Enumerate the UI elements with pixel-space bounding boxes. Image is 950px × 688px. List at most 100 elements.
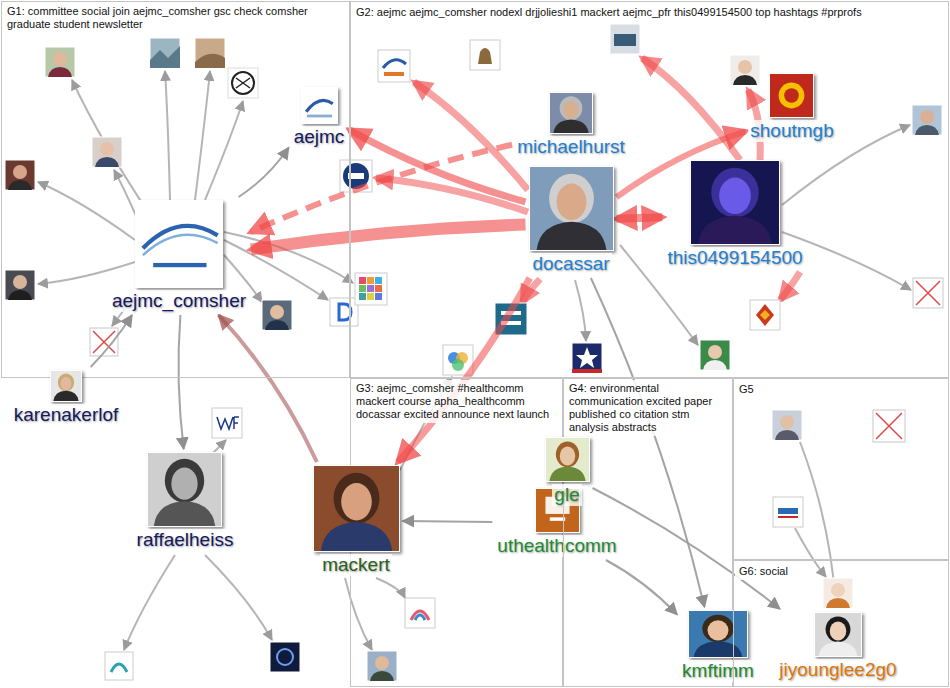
avatar-head [559,447,574,466]
avatar-frame [195,38,225,68]
avatar-head [172,468,198,500]
vertex-label: michaelhurst [515,136,627,158]
logo-art [779,83,805,109]
avatar-image [313,465,400,552]
avatar-frame [912,105,942,135]
avatar-body [694,641,743,657]
avatar-image [367,651,397,681]
vertex-node: this0499154500 [665,160,804,269]
avatar-frame [378,50,410,82]
avatar-head [270,305,284,319]
avatar-hair [711,168,759,218]
avatar-image [549,92,593,134]
avatar-head [708,345,722,359]
avatar-body [370,671,394,681]
logo-image [773,497,803,527]
logo-art [236,78,250,88]
broken-image [873,410,905,442]
group-panel: G4: environmental communication excited … [563,378,733,687]
logo-image [378,50,410,82]
avatar-head [920,110,934,124]
logo-art [778,516,798,518]
avatar-hair [549,174,594,224]
avatar-art [614,34,636,46]
avatar-image [45,47,75,77]
avatar-image [823,578,853,608]
broken-image [913,278,943,308]
bell-art [478,48,492,64]
avatar-image [912,105,942,135]
vertex-label: karenakerlof [12,404,121,426]
logo-image [270,642,300,672]
logo-art [452,359,464,371]
avatar-art [148,453,221,526]
avatar-frame [150,38,180,68]
connector-arrow [251,145,512,232]
avatar-image [700,340,730,370]
avatar-art [195,54,225,68]
vertex-node: gle [545,437,590,506]
group-label: G4: environmental communication excited … [565,380,723,436]
logo-art [367,285,374,292]
group-label: G3: aejmc_comsher #healthcomm mackert co… [352,380,560,423]
connector-arrow [239,148,289,198]
vertex-node: shoutmgb [748,73,835,142]
avatar-body [775,430,799,440]
vertex-label: gle [552,484,581,506]
avatar-image [135,200,223,288]
network-link [376,578,405,598]
logo-art [375,285,382,292]
network-link [195,71,210,200]
avatar-frame [5,270,35,300]
avatar-art [51,371,81,401]
avatar-body [536,222,606,250]
avatar-art [770,74,813,117]
network-link [642,58,740,160]
logo-art [359,293,366,300]
group-panel: G3: aejmc_comsher #healthcomm mackert co… [350,378,563,687]
avatar-head [830,622,847,641]
avatar-head [53,52,67,66]
avatar-frame [772,410,802,440]
avatar-frame [572,343,602,373]
avatar-body [8,180,32,190]
avatar-image [147,452,222,527]
avatar-image [92,137,122,167]
logo-art [760,310,770,320]
avatar-body [53,391,78,401]
logo-ring [232,72,254,94]
group-label: G1: committee social join aejmc_comsher … [3,3,341,33]
avatar-frame [730,55,760,85]
group-panel: G6: socialjiyounglee2g0 [733,560,949,687]
avatar-art [691,161,779,244]
vertex-node: raffaelheiss [135,452,236,551]
logo-art [411,611,429,620]
avatar-frame [5,160,35,190]
avatar-head [13,275,27,289]
avatar-body [48,67,72,77]
vertex-node: karenakerlof [12,370,121,426]
logo-image [470,40,500,70]
avatar-frame [823,578,853,608]
avatar-head [780,415,794,429]
avatar-frame [92,137,122,167]
network-link [72,80,150,215]
avatar-image [545,437,590,482]
avatar-hair [826,616,851,642]
vertex-label: aejmc [292,126,347,148]
group-panel: G5 [733,378,949,560]
avatar-frame [228,68,258,98]
avatar-head [13,165,27,179]
logo-art [153,263,206,267]
avatar-hair [165,459,204,503]
logo-art [785,88,800,103]
avatar-frame [330,298,358,326]
connector-arrow [606,560,677,615]
network-link [205,101,243,200]
avatar-head [831,583,845,597]
logo-art [217,417,239,429]
avatar-frame [470,40,500,70]
vertex-label: uthealthcomm [495,535,618,557]
avatar-image [5,270,35,300]
